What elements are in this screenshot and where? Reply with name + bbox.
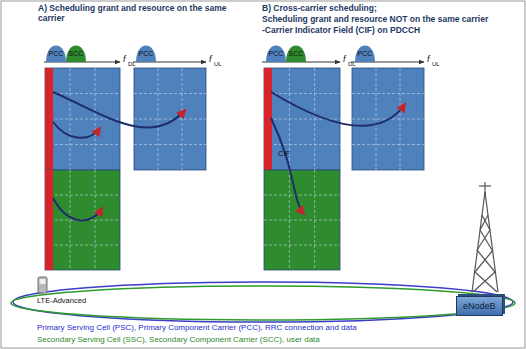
resource-grids <box>45 68 424 270</box>
carrier-label: DL <box>128 61 136 68</box>
carrier-label: f <box>123 54 126 64</box>
carrier-label: PCC <box>136 50 156 58</box>
primary-cell-ellipse <box>13 282 513 322</box>
secondary-cell-ellipse <box>11 286 515 320</box>
carrier-label: UL <box>214 61 222 68</box>
carrier-label: f <box>209 54 212 64</box>
carrier-label: f <box>343 54 346 64</box>
carrier-label: CIF <box>278 150 290 159</box>
carrier-label: PCC <box>266 50 286 58</box>
cell-description: Primary Serving Cell (PSC), Primary Comp… <box>35 323 359 332</box>
carrier-label: UL <box>432 61 440 68</box>
carrier-axes <box>44 46 424 63</box>
carrier-label: f <box>427 54 430 64</box>
cell-description: Secondary Serving Cell (SSC), Secondary … <box>35 335 322 344</box>
phone-icon <box>38 277 47 293</box>
enodeb-box: eNodeB <box>456 296 503 316</box>
antenna-tower <box>472 182 498 292</box>
carrier-label: DL <box>348 61 356 68</box>
carrier-label: LTE-Advanced <box>35 297 88 306</box>
carrier-label: SCC <box>66 50 86 58</box>
carrier-label: SCC <box>286 50 306 58</box>
carrier-label: PCC <box>355 50 375 58</box>
node-label: eNodeB <box>463 301 496 311</box>
section-heading: Scheduling grant and resource NOT on the… <box>262 15 488 25</box>
carrier-label: PCC <box>46 50 66 58</box>
section-heading: A) Scheduling grant and resource on the … <box>38 4 243 24</box>
section-heading: -Carrier Indicator Field (CIF) on PDCCH <box>262 26 420 36</box>
scheduling-arrows <box>53 92 405 220</box>
section-heading: B) Cross-carrier scheduling; <box>262 4 377 14</box>
